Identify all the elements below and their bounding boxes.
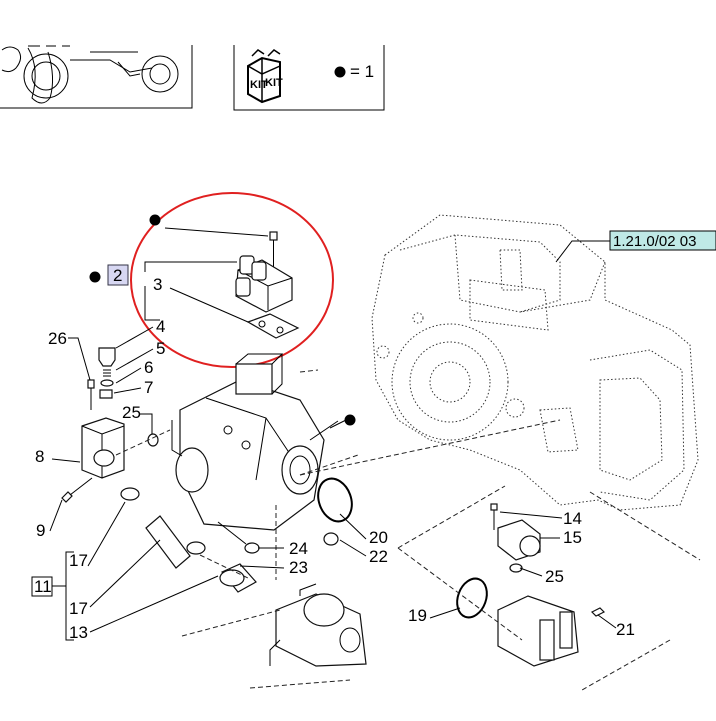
callout-7[interactable]: 7 bbox=[144, 378, 153, 397]
callout-25-right[interactable]: 25 bbox=[545, 567, 564, 586]
assembly-lines bbox=[115, 369, 701, 691]
kit-label-left: KIT bbox=[250, 79, 268, 91]
highlight-circle bbox=[130, 192, 334, 368]
callout-14[interactable]: 14 bbox=[563, 509, 582, 528]
kit-bullet-icon bbox=[334, 66, 346, 78]
suction-hose[interactable] bbox=[120, 487, 206, 569]
tractor-thumbnail[interactable] bbox=[0, 45, 193, 109]
callout-24[interactable]: 24 bbox=[289, 539, 308, 558]
section-reference-text: 1.21.0/02 03 bbox=[613, 233, 696, 250]
callout-11[interactable]: 11 bbox=[34, 577, 52, 596]
callout-11-box bbox=[31, 576, 53, 597]
callout-13[interactable]: 13 bbox=[69, 623, 88, 642]
kit-label-right: KIT bbox=[265, 77, 283, 89]
transmission-housing[interactable] bbox=[371, 214, 699, 511]
o-ring-19[interactable] bbox=[452, 574, 492, 621]
callout-labels: 2 3 4 5 6 7 26 25 8 9 17 11 17 13 20 22 … bbox=[31, 264, 635, 642]
section-reference-link[interactable]: 1.21.0/02 03 bbox=[555, 230, 716, 263]
pump-bolts[interactable] bbox=[217, 521, 339, 554]
callout-4[interactable]: 4 bbox=[156, 317, 165, 336]
hydraulic-pump[interactable] bbox=[171, 353, 325, 531]
callout-17-bottom[interactable]: 17 bbox=[69, 599, 88, 618]
kit-dot-valve bbox=[89, 271, 101, 283]
callout-8[interactable]: 8 bbox=[35, 447, 44, 466]
kit-markers bbox=[89, 214, 356, 426]
callout-20[interactable]: 20 bbox=[369, 528, 388, 547]
callout-23[interactable]: 23 bbox=[289, 558, 308, 577]
callout-3[interactable]: 3 bbox=[153, 275, 162, 294]
auxiliary-pump[interactable] bbox=[269, 583, 367, 667]
callout-26[interactable]: 26 bbox=[48, 329, 67, 348]
callout-22[interactable]: 22 bbox=[369, 547, 388, 566]
valve-assembly-group[interactable] bbox=[130, 192, 334, 368]
hose-fitting[interactable] bbox=[219, 563, 257, 593]
callout-15[interactable]: 15 bbox=[563, 528, 582, 547]
kit-legend: KIT KIT = 1 bbox=[233, 45, 385, 111]
relief-valve-parts[interactable] bbox=[61, 347, 159, 503]
kit-quantity-label: = 1 bbox=[350, 62, 374, 81]
callout-2-highlight bbox=[107, 264, 129, 286]
callout-5[interactable]: 5 bbox=[156, 339, 165, 358]
callout-21[interactable]: 21 bbox=[616, 620, 635, 639]
kit-dot-bolt bbox=[149, 214, 161, 226]
kit-dot-pump bbox=[344, 414, 356, 426]
solenoid-valve[interactable] bbox=[235, 255, 293, 313]
callout-25-left[interactable]: 25 bbox=[122, 403, 141, 422]
valve-gasket[interactable] bbox=[246, 313, 300, 339]
kit-box-icon: KIT KIT bbox=[247, 49, 283, 104]
callout-6[interactable]: 6 bbox=[144, 358, 153, 377]
callout-17-top[interactable]: 17 bbox=[69, 551, 88, 570]
lower-right-assembly[interactable] bbox=[452, 503, 606, 667]
leader-lines bbox=[49, 227, 617, 641]
callout-2[interactable]: 2 bbox=[113, 266, 122, 285]
callout-9[interactable]: 9 bbox=[36, 521, 45, 540]
callout-19[interactable]: 19 bbox=[408, 606, 427, 625]
o-ring-20[interactable] bbox=[312, 474, 357, 526]
